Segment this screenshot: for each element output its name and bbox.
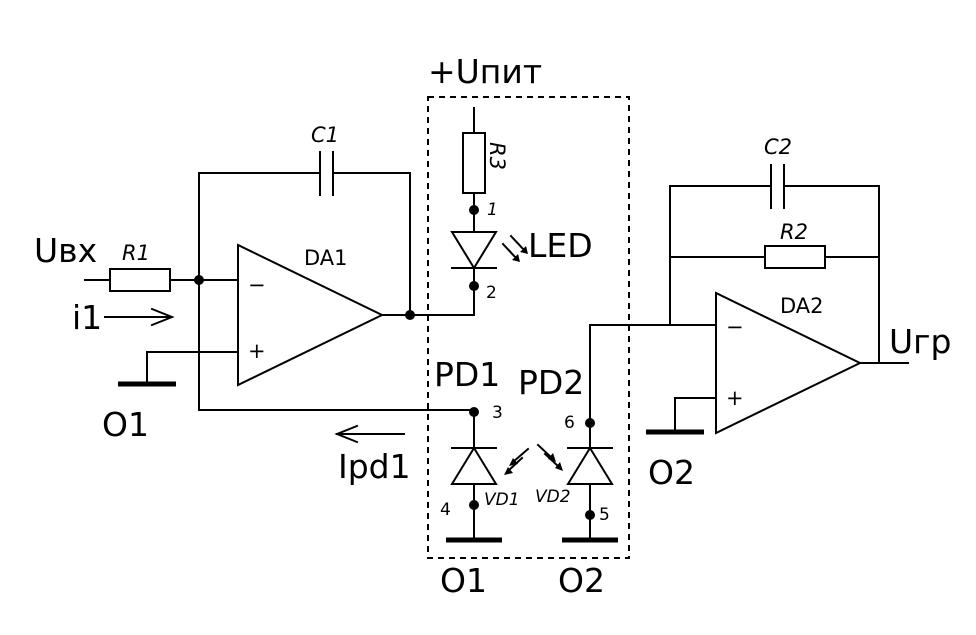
pd1-label: PD1 bbox=[434, 355, 500, 394]
i1-arrow bbox=[104, 307, 175, 327]
r2-resistor bbox=[764, 245, 826, 269]
vd2-light-arrow bbox=[543, 452, 561, 469]
da1-triangle bbox=[237, 243, 385, 387]
r3-resistor bbox=[462, 132, 486, 194]
r3-label: R3 bbox=[485, 142, 509, 170]
led-emission-arrow bbox=[501, 242, 518, 260]
ground-o2-right-label: O2 bbox=[648, 453, 695, 492]
ground-o2-bottom-label: O2 bbox=[558, 561, 605, 600]
pin-6-dot bbox=[585, 418, 595, 428]
vd1-light-arrow bbox=[511, 447, 530, 464]
ipd1-label: Ipd1 bbox=[338, 447, 411, 486]
da1-label: DA1 bbox=[304, 246, 348, 270]
led-emission-arrow-head bbox=[512, 254, 520, 262]
r1-label: R1 bbox=[122, 241, 150, 265]
da2-plus-sign: + bbox=[726, 386, 744, 410]
vd1-light-arrow-head bbox=[504, 467, 513, 475]
vd1-label: VD1 bbox=[484, 490, 520, 510]
pin-2-label: 2 bbox=[486, 283, 497, 303]
vd1-photodiode bbox=[446, 409, 502, 543]
ipd1-arrow bbox=[334, 424, 405, 444]
da2-minus-sign: − bbox=[726, 315, 744, 339]
da1-plus-ground-wire bbox=[146, 351, 239, 383]
pin-1-dot bbox=[469, 205, 479, 215]
led-diode bbox=[450, 231, 528, 316]
da2-label: DA2 bbox=[780, 294, 824, 318]
c1-label: C1 bbox=[311, 123, 339, 147]
pin-5-label: 5 bbox=[599, 505, 610, 525]
pd1-feedback-wire bbox=[198, 279, 475, 411]
pin-3-label: 3 bbox=[492, 403, 503, 423]
i1-label: i1 bbox=[72, 298, 102, 337]
c2-label: C2 bbox=[764, 135, 792, 159]
pin-1-label: 1 bbox=[487, 200, 498, 220]
pin-2-dot bbox=[469, 281, 479, 291]
vd2-light-arrow bbox=[536, 443, 554, 460]
led-emission-arrow bbox=[509, 234, 526, 252]
pd2-label: PD2 bbox=[518, 363, 584, 402]
ground-o1-left-label: O1 bbox=[102, 405, 149, 444]
ground-o1-bottom-label: O1 bbox=[440, 561, 487, 600]
led-label: LED bbox=[528, 226, 593, 265]
supply-label: +Uпит bbox=[428, 52, 542, 91]
light-arrows bbox=[504, 443, 563, 475]
vd2-label: VD2 bbox=[535, 487, 571, 507]
da2-opamp bbox=[715, 291, 863, 435]
led-triangle bbox=[450, 231, 498, 270]
vd1-triangle bbox=[450, 446, 498, 485]
da2-feedback bbox=[669, 164, 880, 364]
input-r1 bbox=[84, 268, 239, 292]
pin-4-dot bbox=[469, 500, 479, 510]
vd2-triangle bbox=[566, 446, 614, 485]
pin-5-dot bbox=[585, 510, 595, 520]
pin-6-label: 6 bbox=[564, 413, 575, 433]
vd2-light-arrow-head bbox=[555, 462, 563, 471]
ugr-label: Uгр bbox=[889, 322, 951, 361]
da2-triangle bbox=[715, 291, 863, 435]
ipd1-arrow-head bbox=[334, 424, 359, 444]
led-emission-arrow-head bbox=[520, 246, 528, 254]
optocoupler-enclosure bbox=[427, 96, 630, 559]
vd1-light-arrow bbox=[506, 456, 524, 473]
da1-opamp bbox=[237, 243, 385, 387]
da1-plus-sign: + bbox=[248, 339, 266, 363]
r2-label: R2 bbox=[780, 220, 808, 244]
i1-arrow-head bbox=[150, 307, 175, 327]
r1-resistor bbox=[109, 268, 171, 292]
junction-dot bbox=[405, 310, 415, 320]
c1-feedback bbox=[198, 151, 411, 316]
pin-4-label: 4 bbox=[440, 500, 451, 520]
da1-minus-sign: − bbox=[248, 273, 266, 297]
pin-3-dot bbox=[469, 407, 479, 417]
da2-plus-ground-wire bbox=[674, 397, 717, 431]
uin-label: Uвх bbox=[34, 231, 97, 270]
